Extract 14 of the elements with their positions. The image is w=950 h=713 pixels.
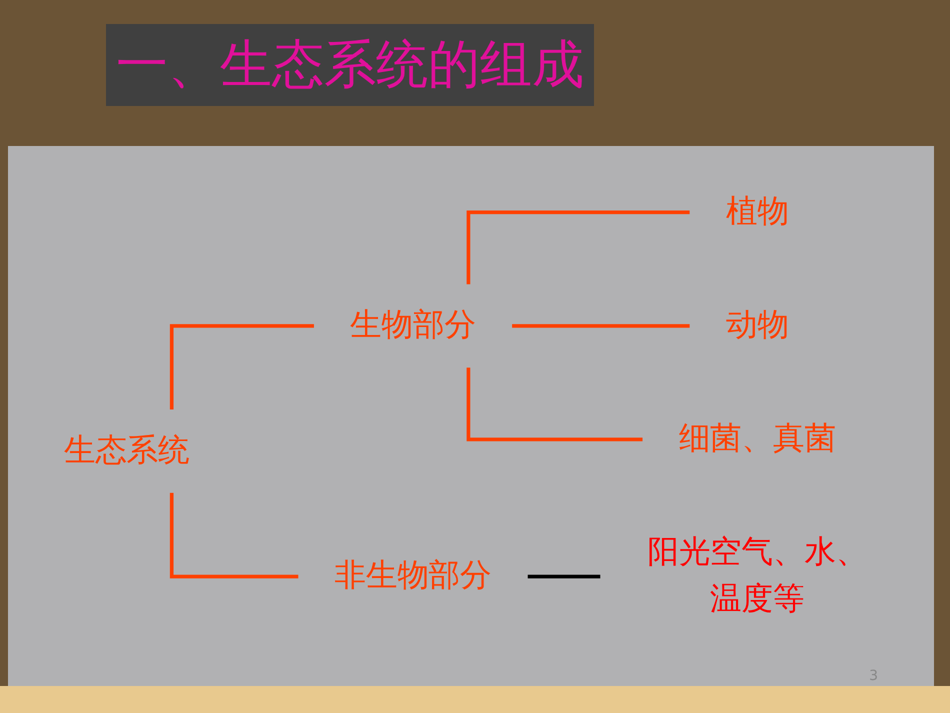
slide-title: 一、生态系统的组成 — [106, 24, 594, 106]
node-label: 生物部分 — [350, 306, 476, 344]
node-label: 非生物部分 — [334, 558, 492, 594]
connector — [466, 367, 643, 442]
node-label: 阳光空气、水、温度等 — [647, 534, 868, 618]
connector — [466, 210, 690, 284]
node-label: 植物 — [726, 193, 789, 230]
node-label: 细菌、真菌 — [678, 420, 836, 457]
node-label: 动物 — [726, 306, 789, 344]
connector — [170, 492, 298, 578]
connector — [170, 324, 314, 410]
connector — [526, 574, 600, 578]
node-label: 生态系统 — [64, 432, 190, 469]
connector — [510, 324, 690, 328]
